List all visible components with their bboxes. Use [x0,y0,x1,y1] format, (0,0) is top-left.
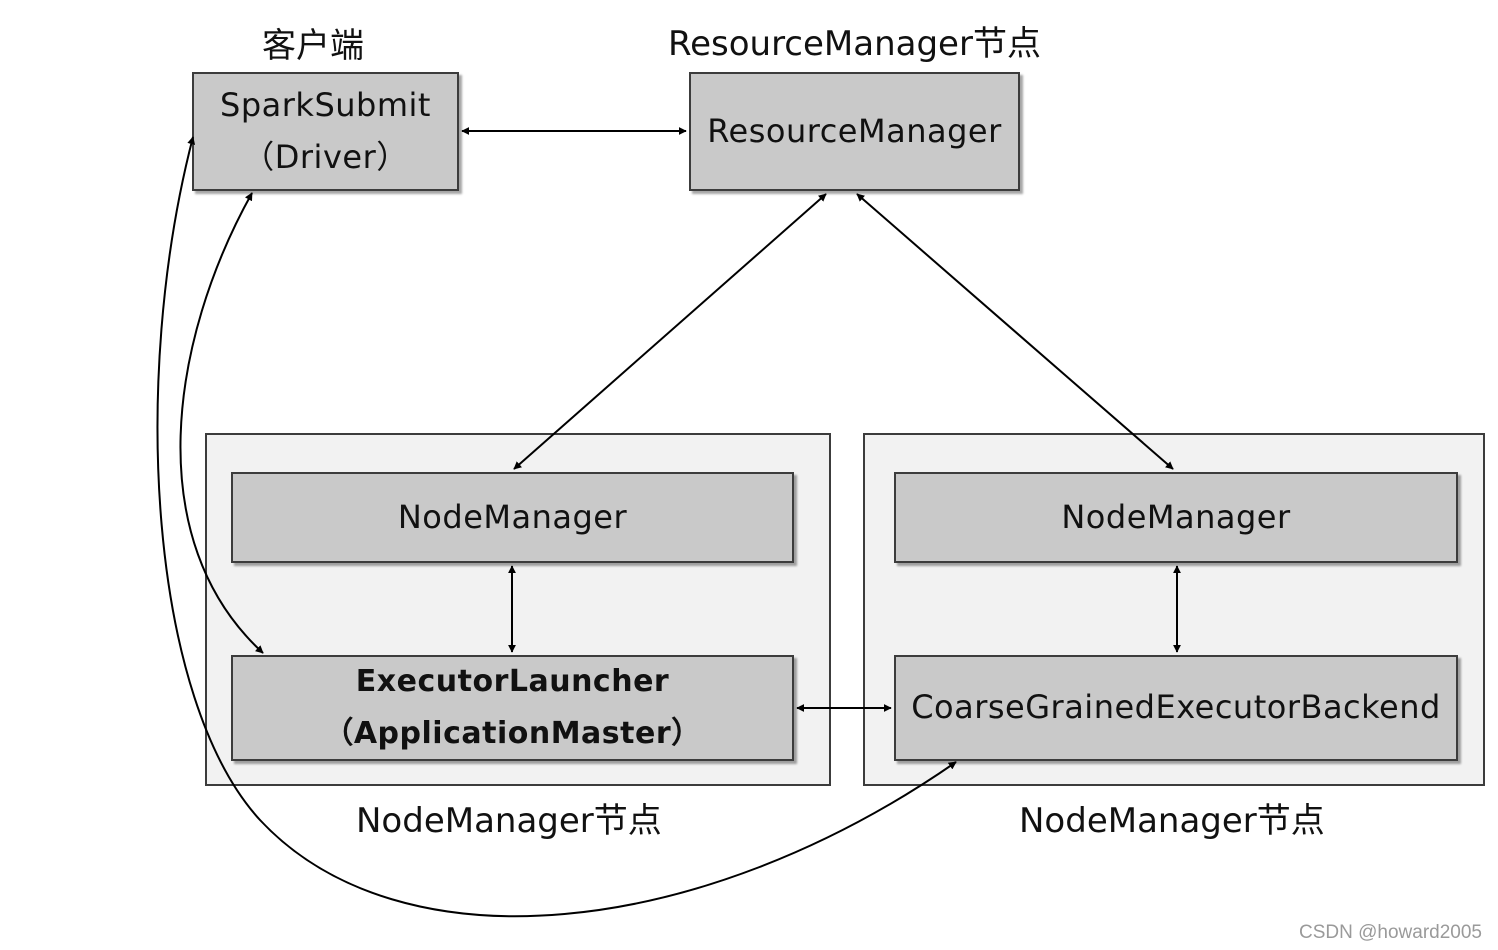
arrow-rm-nm-left [513,193,827,470]
node-left-caption: NodeManager节点 [356,801,662,841]
node-manager-right-box: NodeManager [894,472,1458,563]
watermark: CSDN @howard2005 [1299,922,1482,943]
client-label: 客户端 [262,26,364,66]
coarse-grained-backend-box: CoarseGrainedExecutorBackend [894,655,1458,761]
spark-submit-title: SparkSubmit [220,86,431,125]
rm-node-label: ResourceManager节点 [668,24,1041,64]
node-manager-right-title: NodeManager [1061,497,1291,536]
arrow-driver-backend [156,136,957,918]
arrow-driver-executor-launcher [179,192,264,654]
arrow-rm-nm-right [856,193,1174,470]
coarse-grained-backend-title: CoarseGrainedExecutorBackend [911,688,1441,727]
node-right-caption: NodeManager节点 [1019,801,1325,841]
